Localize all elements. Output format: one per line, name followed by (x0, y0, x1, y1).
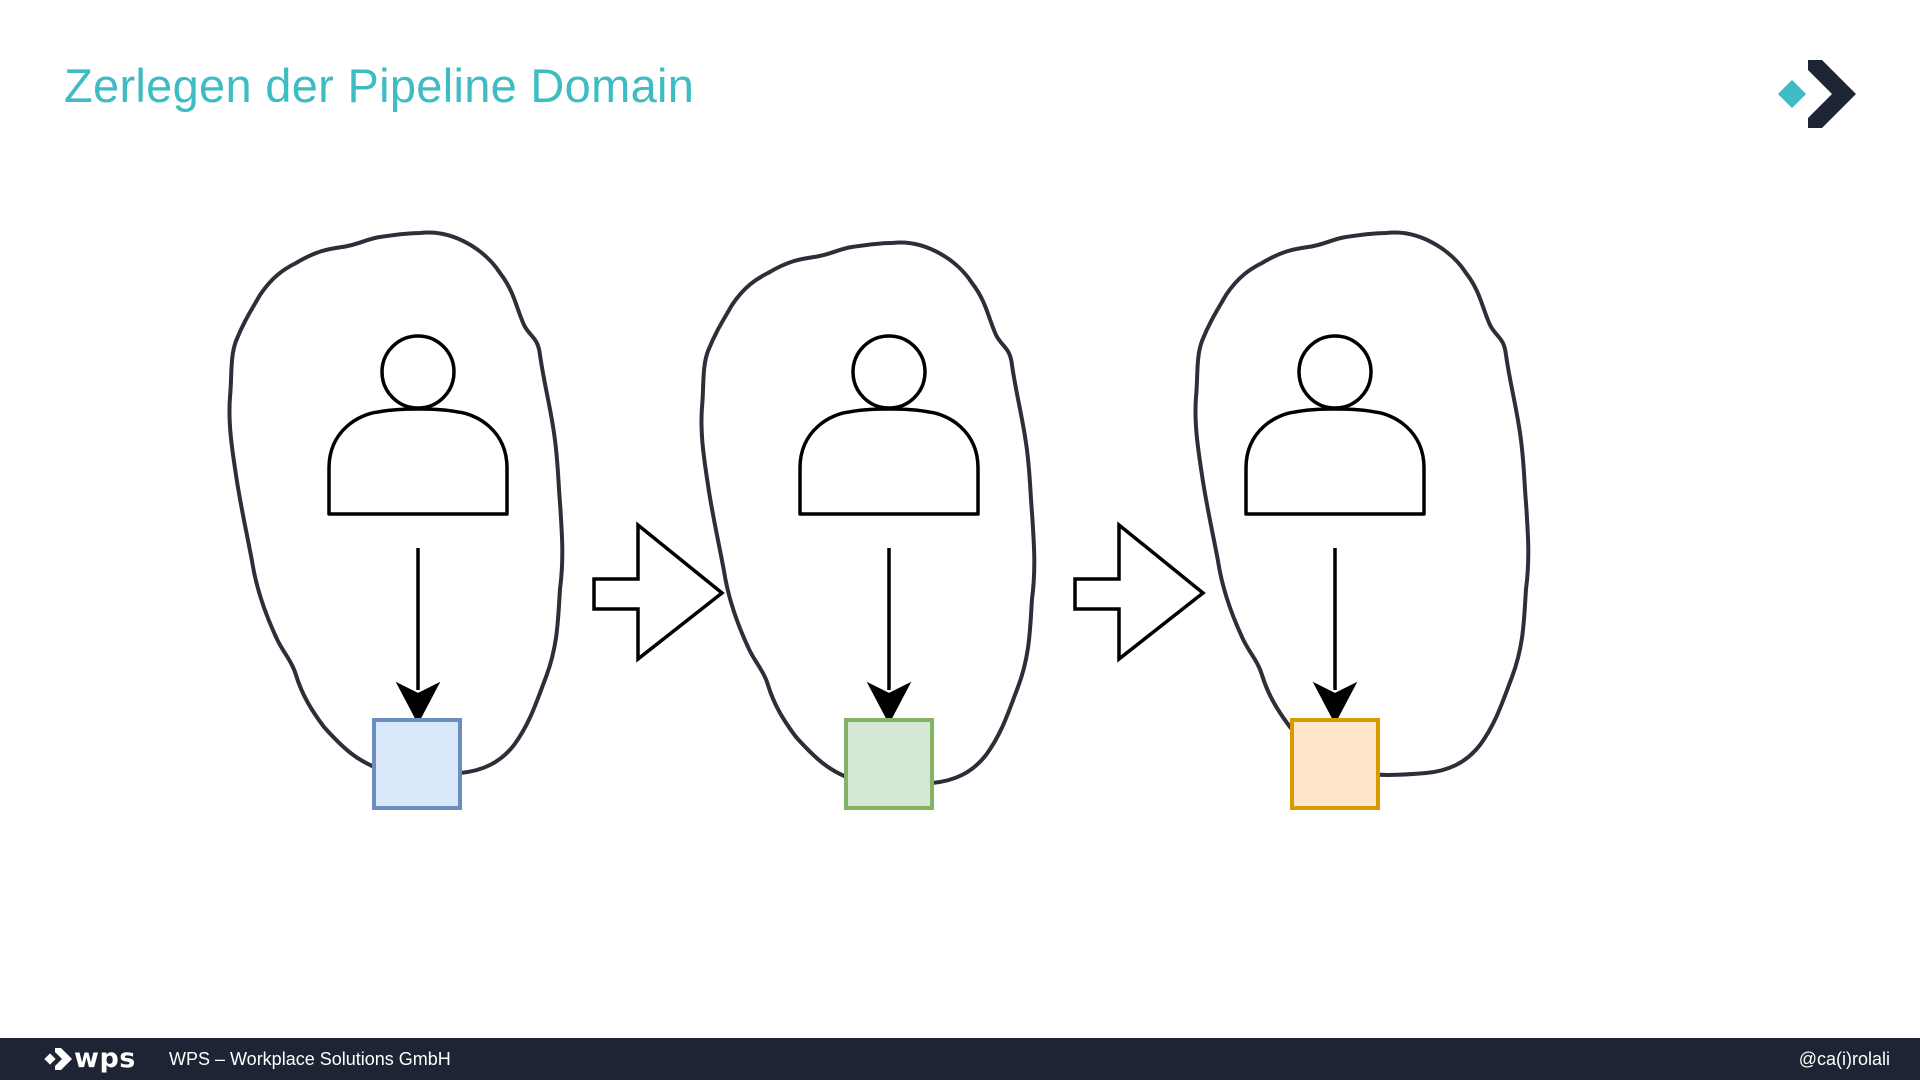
block-arrow-icon-1 (592, 523, 724, 661)
data-artifact-3 (1290, 718, 1380, 810)
footer-logo-text: wps (74, 1043, 136, 1074)
ownership-arrow-3 (1312, 548, 1358, 725)
wps-chevron-small-icon (44, 1048, 72, 1070)
footer-social-handle: @ca(i)rolali (1798, 1049, 1890, 1069)
data-artifact-2 (844, 718, 934, 810)
person-icon-2 (798, 334, 980, 516)
person-icon-1 (327, 334, 509, 516)
footer-company-name: WPS – Workplace Solutions GmbH (169, 1049, 451, 1069)
ownership-arrow-1 (395, 548, 441, 725)
data-artifact-1 (372, 718, 462, 810)
page-title: Zerlegen der Pipeline Domain (64, 59, 695, 112)
block-arrow-icon-2 (1073, 523, 1205, 661)
person-icon-3 (1244, 334, 1426, 516)
footer-bar: wps WPS – Workplace Solutions GmbH @ca(i… (0, 1038, 1920, 1080)
wps-chevron-logo-icon (1777, 60, 1856, 128)
ownership-arrow-2 (866, 548, 912, 725)
footer-logo: wps (44, 1043, 136, 1074)
